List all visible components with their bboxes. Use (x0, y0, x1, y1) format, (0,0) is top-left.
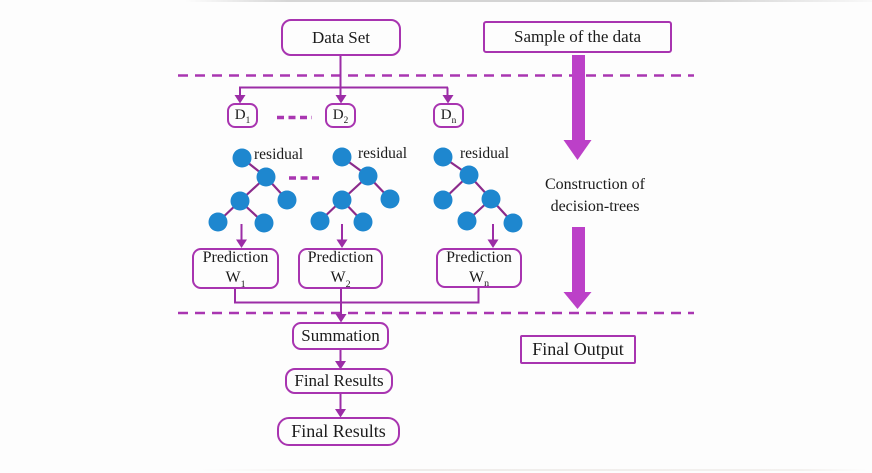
tree-node (433, 190, 453, 210)
bottom-hairline (200, 469, 868, 471)
tree-node (232, 148, 252, 168)
tree-node (256, 167, 276, 187)
sample-of-data-box: Sample of the data (483, 21, 672, 53)
tree-node (254, 213, 274, 233)
prediction-label-n: Prediction (446, 248, 512, 266)
summation-to-results-arrow (335, 350, 346, 370)
prediction-box-1: Prediction W1 (192, 248, 279, 289)
data-set-box: Data Set (281, 19, 401, 56)
tree-node (208, 212, 228, 232)
construction-caption: Construction of decision-trees (521, 174, 669, 219)
prediction-label-2: Prediction (307, 249, 374, 267)
residual-label-3: residual (460, 145, 510, 162)
prediction-box-n: Prediction Wn (436, 248, 522, 290)
prediction-merge-connector (234, 286, 480, 323)
final-results-label-2: Final Results (291, 421, 386, 441)
tree-node (358, 166, 378, 186)
tree-node (353, 212, 373, 232)
arrowhead-dn (442, 95, 454, 104)
dataset-label-2: D2 (332, 107, 349, 127)
tree-node (230, 191, 250, 211)
tree-node (503, 213, 523, 233)
dataset-label-n: Dn (440, 107, 457, 127)
sampling-thick-arrow (563, 55, 592, 160)
tree-node (380, 189, 400, 209)
construction-caption-line2: decision-trees (550, 198, 640, 216)
sample-of-data-label: Sample of the data (514, 27, 641, 46)
decision-tree-1 (208, 148, 297, 233)
final-results-box-1: Final Results (285, 368, 393, 394)
tree-node (310, 211, 330, 231)
prediction-weight-1: W1 (225, 269, 246, 290)
dataset-label-1: D1 (234, 107, 251, 127)
final-results-label-1: Final Results (294, 371, 384, 390)
tree-node (481, 189, 501, 209)
prediction-weight-n: Wn (468, 268, 490, 290)
final-output-label: Final Output (532, 339, 624, 359)
tree-node (332, 147, 352, 167)
final-results-box-2: Final Results (277, 417, 400, 446)
tree-node (277, 190, 297, 210)
tree-node (433, 147, 453, 167)
data-set-label: Data Set (311, 27, 371, 47)
construction-caption-line1: Construction of (545, 176, 645, 193)
prediction-label-1: Prediction (202, 249, 269, 267)
dataset-split-connector (234, 55, 454, 104)
arrowhead-summation (335, 314, 347, 323)
summation-box: Summation (292, 322, 389, 350)
final-output-box: Final Output (520, 335, 636, 364)
tree-node (457, 211, 477, 231)
summation-label: Summation (301, 326, 380, 345)
decision-tree-n (433, 147, 523, 233)
prediction-weight-2: W2 (330, 269, 351, 290)
residual-label-1: residual (254, 146, 304, 163)
dataset-box-2: D2 (325, 103, 356, 128)
arrowhead-d1 (234, 95, 246, 104)
prediction-box-2: Prediction W2 (298, 248, 383, 289)
dataset-box-n: Dn (433, 103, 464, 128)
tree-to-prediction-arrows (236, 224, 499, 248)
dataset-box-1: D1 (227, 103, 258, 128)
residual-label-2: residual (358, 145, 408, 162)
decision-tree-2 (310, 147, 400, 232)
construction-thick-arrow (563, 227, 592, 309)
top-hairline (185, 0, 872, 2)
arrowhead-d2 (335, 95, 347, 104)
tree-node (332, 190, 352, 210)
tree-node (459, 165, 479, 185)
results-to-results-arrow (335, 394, 346, 418)
